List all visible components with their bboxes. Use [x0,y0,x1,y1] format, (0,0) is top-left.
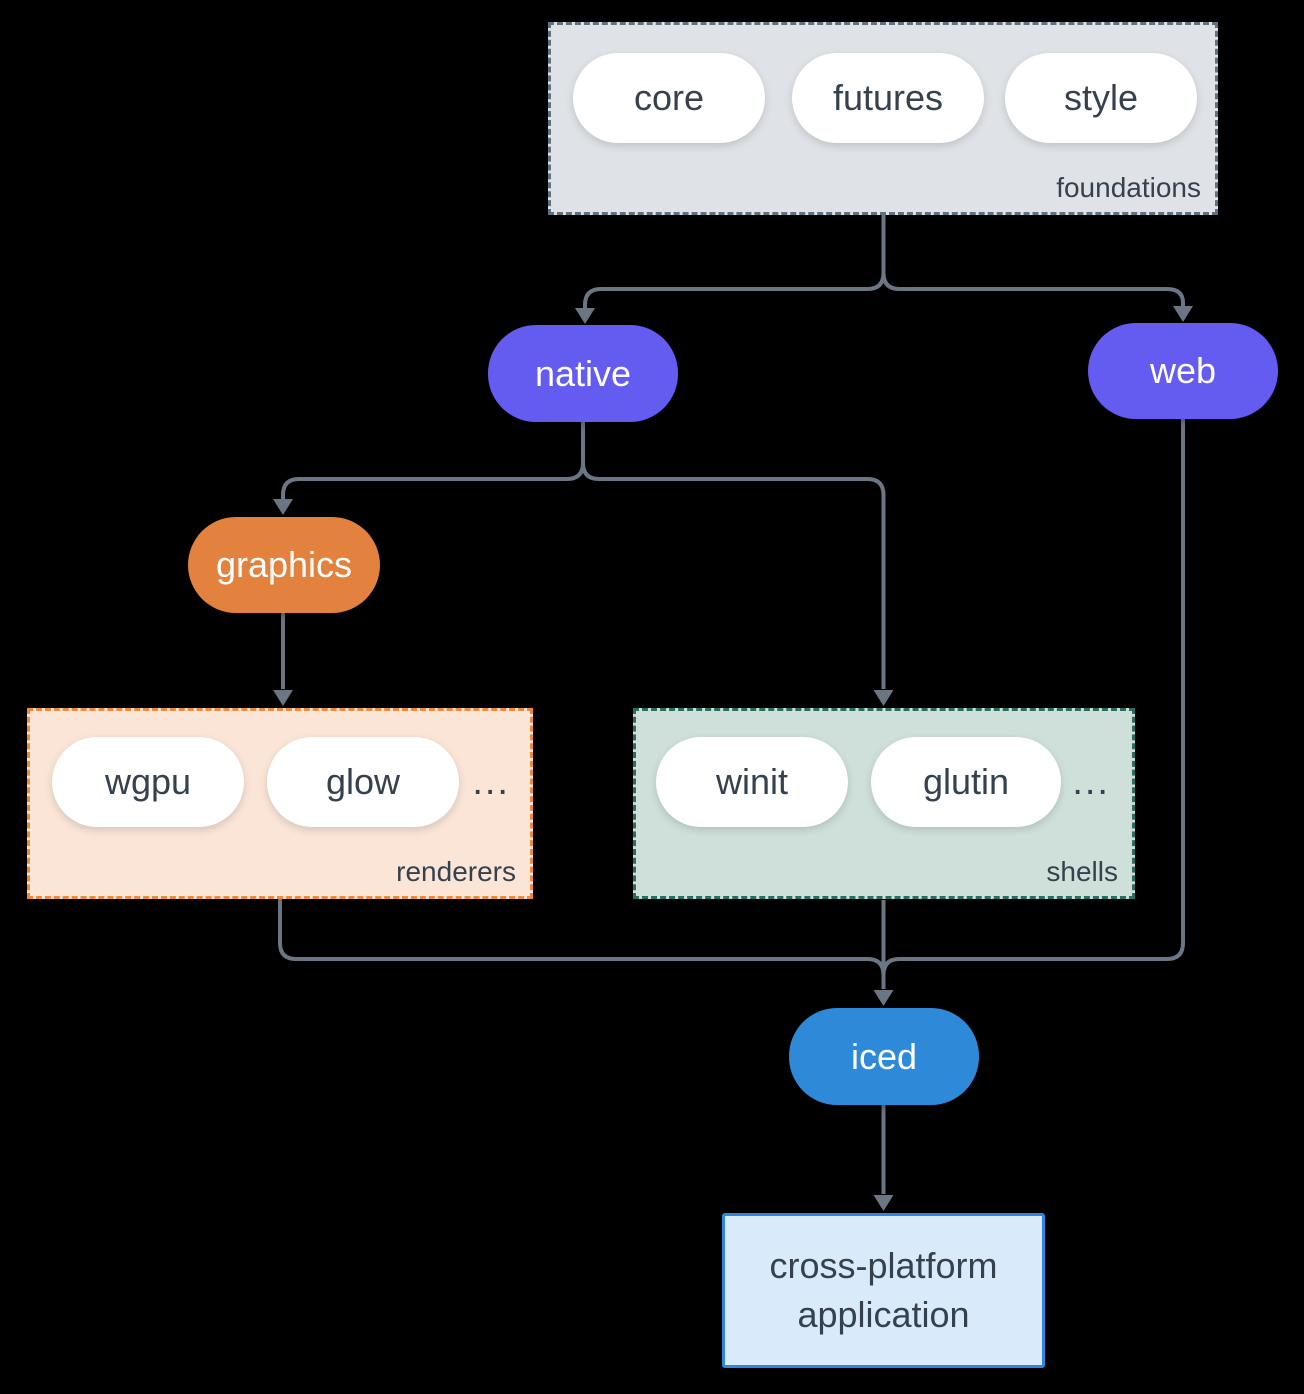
arrowhead-renderers [273,690,293,706]
node-style: style [1005,53,1197,143]
group-foundations: core futures style foundations [548,22,1218,215]
node-native: native [488,325,678,422]
node-futures: futures [792,53,984,143]
edge-foundations-to-web [881,215,1185,307]
arrowhead-application [873,1195,894,1211]
edge-native-to-shells [581,422,886,689]
arrowhead-iced [873,990,894,1006]
group-shells: winit glutin ... shells [633,708,1135,899]
group-renderers: wgpu glow ... renderers [27,708,533,899]
renderers-ellipsis: ... [472,760,510,803]
edge-foundations-to-native [583,215,886,309]
foundations-label: foundations [1056,172,1201,203]
node-iced: iced [789,1008,979,1105]
edge-renderers-to-iced [278,899,886,989]
edge-native-to-graphics [281,422,585,500]
application-box: cross-platform application [722,1213,1045,1368]
arrowhead-graphics [273,499,293,515]
node-glutin: glutin [871,737,1061,827]
node-web: web [1088,323,1278,419]
edge-web-to-iced [881,418,1185,989]
node-wgpu: wgpu [52,737,244,827]
arrowhead-web [1173,306,1193,322]
node-graphics: graphics [188,517,380,613]
arrowhead-shells [873,690,894,706]
node-glow: glow [267,737,459,827]
renderers-label: renderers [396,856,516,887]
shells-label: shells [1046,856,1118,887]
node-core: core [573,53,765,143]
node-winit: winit [656,737,848,827]
shells-ellipsis: ... [1072,760,1110,803]
arrowhead-native [575,308,595,324]
